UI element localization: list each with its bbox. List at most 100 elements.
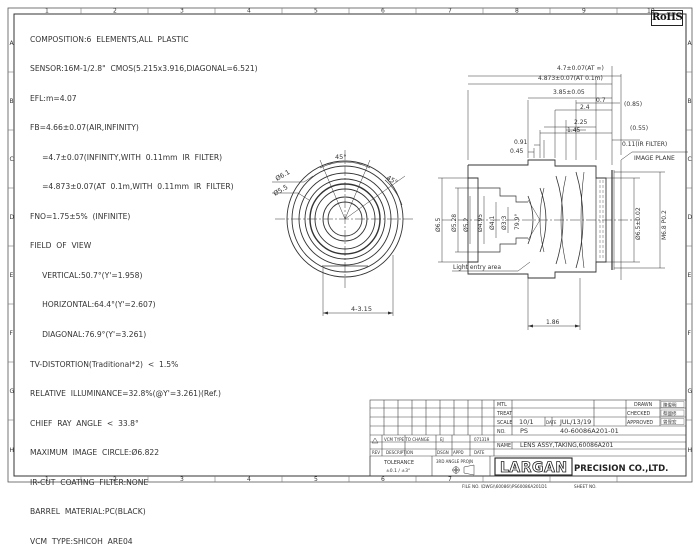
stamp-checked-name: 蔡國修 [663,410,677,417]
zone-row-e: E [10,272,14,279]
zone-col-7-bottom: 7 [448,476,452,483]
sheet-no: SHEET NO. [574,484,597,489]
front-width-dim: 4-3.15 [351,305,372,313]
stamp-checked [660,409,685,417]
outer-border [7,7,693,483]
zone-row-a: A [10,40,15,47]
zone-col-6-bottom: 6 [381,476,385,483]
rev-header-date: DATE [474,450,485,455]
zone-row-a-right: A [688,40,693,47]
rev-header-rev: REV [372,450,380,455]
tb-no-value: PS [520,427,528,435]
ir-filter-label: 0.11(IR FILTER) [622,141,667,148]
zone-row-b: B [10,98,14,105]
inner-border [13,13,687,477]
dim-dia-5-28: Ø5.28 [451,214,458,232]
rohs-badge: RoHS [651,10,683,26]
zone-col-2-bottom: 2 [113,476,117,483]
front-angle-right: 45° [385,174,399,187]
tb-part-no: 40-60086A201-01 [560,427,619,435]
tb-scale-label: SCALE [497,420,512,426]
dim-1-86: 1.86 [546,319,560,326]
stamp-approved [660,418,685,425]
dim-2-25: 2.25 [574,119,588,126]
dim-fb-near: 4.873±0.07(AT 0.1m) [538,75,603,82]
third-angle-symbol [452,464,475,476]
title-block [369,399,687,477]
zone-col-4: 4 [247,8,251,15]
spec-chief-ray-angle: CHIEF RAY ANGLE < 33.8° [30,418,139,428]
tb-drawn-label: DRAWN [634,402,653,408]
tb-scale-value: 10/1 [519,418,534,426]
spec-fno: FNO=1.75±5% (INFINITE) [30,211,131,221]
tb-name-label: NAME [497,443,511,449]
zone-col-5-bottom: 5 [314,476,318,483]
dim-0-91: 0.91 [514,139,528,146]
company-name: PRECISION CO.,LTD. [574,464,668,474]
tb-name-value: LENS ASSY,TAKING,60086A201 [520,442,614,449]
tb-date-value: JUL/13/19 [559,418,591,426]
spec-fov-vertical: VERTICAL:50.7°(Y'=1.958) [30,270,143,280]
dim-0-7: 0.7 [596,97,606,104]
zone-row-h: H [10,447,15,454]
dim-dia-6-5-right: Ø6.5±0.02 [635,207,642,240]
stamp-approved-name: 曾偉宏 [663,419,677,426]
tb-treat-label: TREAT [496,411,512,417]
spec-fov-diagonal: DIAGONAL:76.9°(Y'=3.261) [30,330,147,339]
zone-row-e-right: E [688,272,692,279]
zone-col-1: 1 [45,8,49,15]
rev-header-appd: APPD [453,450,464,455]
dim-0-55: (0.55) [630,125,648,132]
spec-fb-ir: =4.7±0.07(INFINITY,WITH 0.11mm IR FILTER… [30,152,223,162]
side-view [438,66,688,330]
stamp-drawn [660,401,685,408]
spec-relative-illuminance: RELATIVE ILLUMINANCE=32.8%(@Y'=3.261)(Re… [30,389,222,399]
zone-ticks [8,8,692,482]
tolerance-label: TOLERANCE [383,460,414,466]
spec-ir-cut: IR-CUT COATING FILTER:NONE [30,477,149,487]
zone-col-4-bottom: 4 [247,476,251,483]
zone-col-1-bottom: 1 [45,476,49,483]
tb-mtl-label: MTL [497,402,507,408]
zone-row-g-right: G [688,388,693,395]
logo-text: LARGAN [500,460,568,476]
front-angle-top: 45° [335,153,347,161]
dim-0-45: 0.45 [510,148,524,155]
spec-vcm-type: VCM TYPE:SHICOH ARE04 [30,536,133,546]
dim-dia-6-5: Ø6.5 [435,218,442,232]
rev-date: 071319 [474,437,490,442]
zone-row-b-right: B [688,98,692,105]
spec-barrel-material: BARREL MATERIAL:PC(BLACK) [30,507,146,517]
zone-col-7: 7 [448,8,452,15]
dim-dia-3-3: Ø3.3 [501,216,508,230]
zone-col-8: 8 [515,8,519,15]
zone-row-d-right: D [688,214,693,221]
rev-header-desc: DESCRIPTION [386,450,413,455]
stamp-drawn-name: 陳俊明 [663,402,677,409]
zone-col-3: 3 [180,8,184,15]
dim-thread-m6-8: M6.8 P0.2 [661,210,668,240]
zone-row-f-right: F [688,330,692,337]
zone-col-5: 5 [314,8,318,15]
spec-fb-near: =4.873±0.07(AT 0.1m,WITH 0.11mm IR FILTE… [30,182,234,192]
dim-2-4: 2.4 [580,104,590,111]
third-angle-label: 3RD ANGLE PROJN [436,459,473,464]
light-entry-label: Light entry area [453,264,501,271]
zone-col-3-bottom: 3 [180,476,184,483]
spec-fb-air: FB=4.66±0.07(AIR,INFINITY) [30,123,139,133]
zone-row-d: D [10,214,15,221]
zone-row-c: C [10,156,14,163]
spec-efl: EFL:m=4.07 [30,93,77,103]
rev-by: EJ [440,437,444,442]
zone-col-6: 6 [381,8,385,15]
front-dia-outer: Ø6.1 [274,168,291,183]
spec-fov-horizontal: HORIZONTAL:64.4°(Y'=2.607) [30,300,156,310]
tb-checked-label: CHECKED [627,411,651,417]
file-no: FILE NO. \DWG\\60086\\PS60086A201D1 [462,484,547,489]
spec-composition: COMPOSITION:6 ELEMENTS,ALL PLASTIC [30,34,189,44]
dim-1-45: 1.45 [567,127,581,134]
drawing-sheet: 1 2 3 4 5 6 7 8 9 10 A B C D E F G H A B… [7,7,693,489]
tb-date-label: DATE [546,420,557,425]
front-dia-inner: Ø5.5 [272,183,289,198]
front-view [272,150,415,316]
